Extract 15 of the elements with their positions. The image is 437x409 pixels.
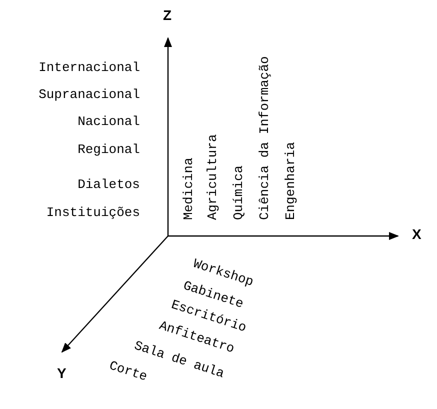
axis-category-label: Nacional xyxy=(78,114,140,129)
axis-category-label: Agricultura xyxy=(205,134,220,220)
axis-category-label: Regional xyxy=(78,142,140,157)
axis-category-label: Instituições xyxy=(46,205,140,220)
axis-category-label: Supranacional xyxy=(38,87,140,102)
axis-label: X xyxy=(412,227,422,242)
axis-category-label: Corte xyxy=(107,358,150,384)
axis-label: Z xyxy=(163,8,172,23)
axis-category-label: Química xyxy=(231,165,246,220)
axis-label: Y xyxy=(57,366,66,381)
axis-category-label: Medicina xyxy=(181,158,196,220)
axis-category-label: Engenharia xyxy=(283,142,298,220)
axis-category-label: Dialetos xyxy=(78,177,140,192)
axis-category-label: Internacional xyxy=(38,60,140,75)
axis-category-label: Ciência da Informação xyxy=(257,56,272,220)
